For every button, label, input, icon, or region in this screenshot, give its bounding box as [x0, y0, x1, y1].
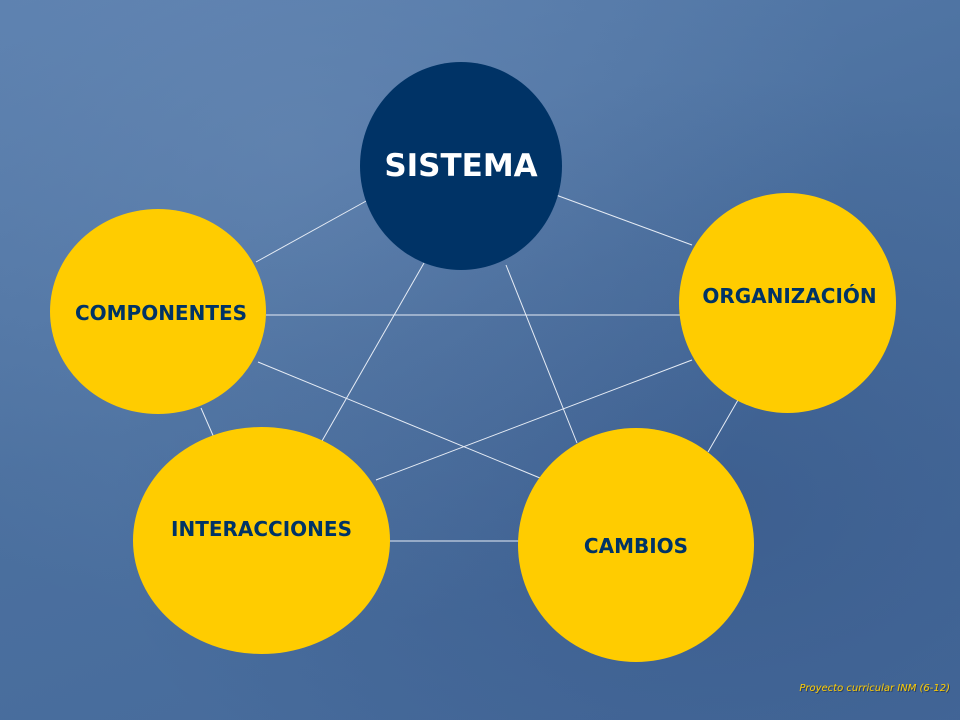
line-sistema-componentes [255, 199, 369, 263]
node-sistema-label: SISTEMA [384, 148, 538, 184]
node-componentes-label: COMPONENTES [74, 300, 248, 325]
node-cambios-label: CAMBIOS [583, 534, 689, 558]
node-componentes: COMPONENTES [50, 209, 266, 414]
node-organizacion: ORGANIZACIÓN [679, 193, 896, 413]
node-interacciones-label: INTERACCIONES [171, 516, 352, 541]
node-sistema: SISTEMA [360, 62, 562, 270]
footer-credit: Proyecto curricular INM (6-12) [799, 683, 950, 694]
line-organizacion-cambios [707, 399, 739, 453]
line-sistema-organizacion [555, 194, 693, 246]
node-organizacion-label: ORGANIZACIÓN [702, 283, 877, 308]
line-componentes-cambios [257, 361, 541, 479]
node-cambios: CAMBIOS [518, 428, 754, 662]
line-sistema-interacciones [321, 262, 425, 442]
line-organizacion-interacciones [375, 359, 693, 481]
node-interacciones: INTERACCIONES [133, 427, 390, 654]
line-sistema-cambios [505, 264, 578, 444]
